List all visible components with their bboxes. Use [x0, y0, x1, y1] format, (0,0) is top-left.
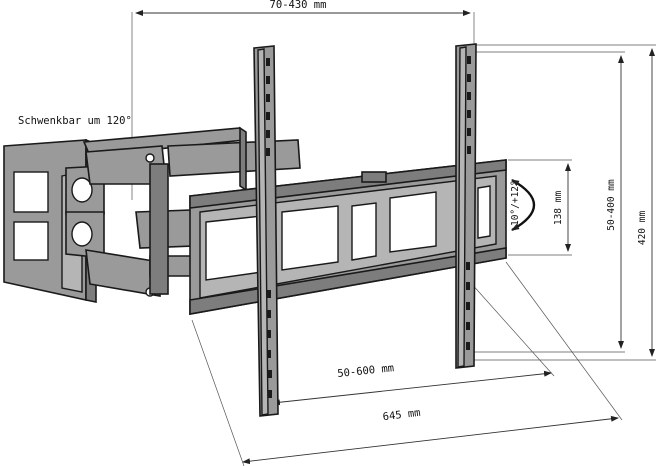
dimension-vesa-height: 50-400 mm	[470, 51, 625, 353]
curved-double-arrow-icon	[511, 178, 536, 232]
vesa-height-label: 50-400 mm	[606, 179, 617, 231]
vertical-bracket-left	[253, 45, 279, 417]
dimension-tilt-travel: 138 mm	[508, 159, 572, 256]
tilt-indicator: -10°/+12°	[510, 178, 536, 232]
dimension-width-total: 645 mm	[191, 261, 623, 466]
bracket-right-slots	[466, 56, 471, 350]
dimension-height-total: 420 mm	[470, 44, 656, 361]
swivel-label: Schwenkbar um 120°	[18, 115, 132, 127]
vertical-bracket-right	[455, 43, 477, 369]
width-top-label: 70-430 mm	[270, 0, 327, 11]
tilt-travel-label: 138 mm	[553, 191, 564, 226]
dimension-vesa-width: 50-600 mm	[265, 281, 555, 413]
vesa-width-label: 50-600 mm	[337, 362, 395, 380]
tilt-angle-label: -10°/+12°	[510, 180, 521, 231]
width-total-label: 645 mm	[382, 407, 421, 424]
bracket-left-slots	[266, 58, 272, 398]
height-total-label: 420 mm	[637, 211, 648, 246]
